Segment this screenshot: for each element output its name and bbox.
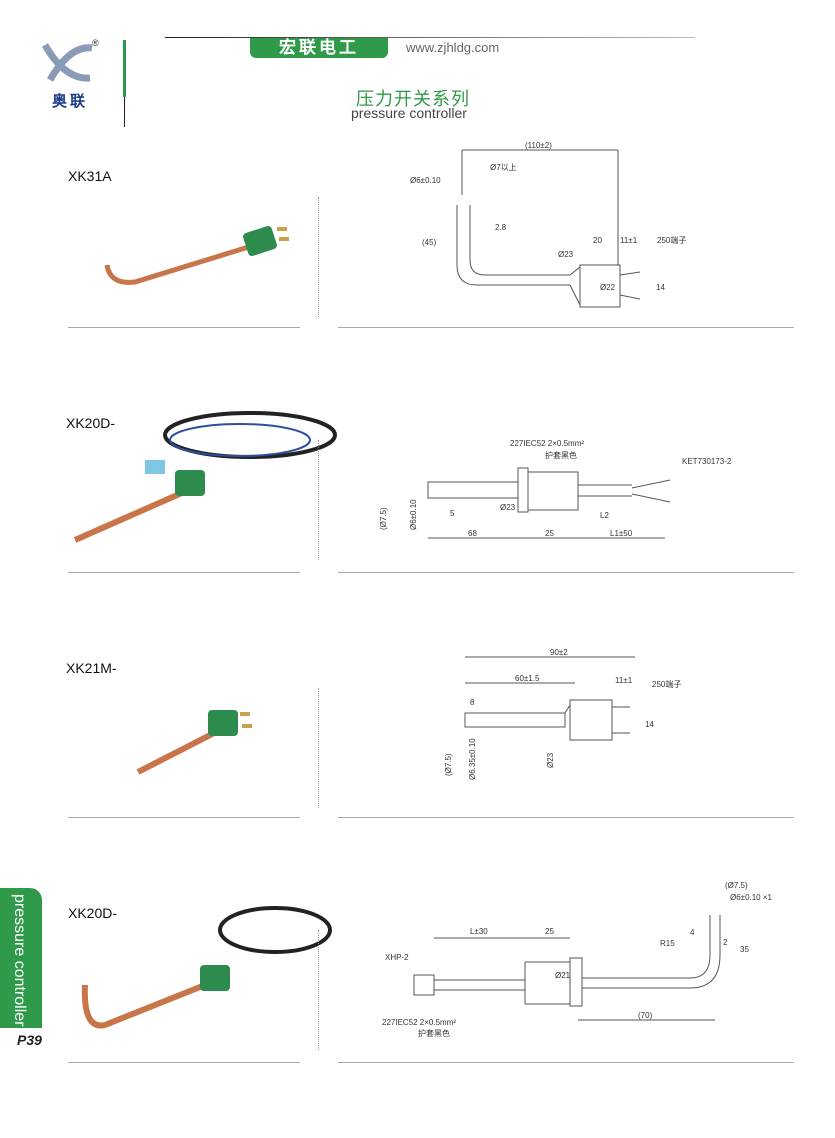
dimension-label: (110±2): [525, 141, 552, 150]
technical-drawing: 90±2 60±1.5 11±1 250端子 8 14 (Ø7.5) Ø6.35…: [444, 648, 681, 780]
technical-drawing: 227IEC52 2×0.5mm² 护套黑色 KET730173-2 (Ø7.5…: [379, 439, 732, 539]
dimension-label: 护套黑色: [545, 450, 577, 460]
dimension-label: KET730173-2: [682, 457, 732, 466]
product-model: XK31A: [68, 168, 112, 184]
dimension-label: Ø6±0.10: [409, 499, 418, 530]
dimension-label: 25: [545, 927, 554, 936]
dimension-label: 60±1.5: [515, 674, 540, 683]
dimension-label: 14: [645, 720, 654, 729]
row-divider: [68, 572, 300, 573]
technical-drawing: (110±2) Ø7以上 Ø6±0.10 2.8 (45) Ø23 20 11±…: [410, 141, 686, 308]
header-divider: [124, 97, 125, 127]
logo: 奥联: [40, 40, 100, 110]
dimension-label: 5: [450, 509, 455, 518]
dimension-label: 25: [545, 529, 554, 538]
dimension-label: Ø7以上: [490, 163, 517, 172]
dimension-label: (45): [422, 238, 437, 247]
dimension-label: L2: [600, 511, 609, 520]
dimension-label: 20: [593, 236, 602, 245]
dimension-label: Ø23: [546, 752, 555, 768]
dimension-label: Ø22: [600, 283, 616, 292]
dimension-label: 14: [656, 283, 665, 292]
column-divider: [318, 930, 319, 1050]
dimension-label: 8: [470, 698, 475, 707]
dimension-label: 250端子: [652, 679, 681, 689]
product-photo: [104, 225, 289, 285]
dimension-label: 227IEC52 2×0.5mm²: [510, 439, 584, 448]
row-divider: [338, 572, 794, 573]
header-rule: [165, 37, 695, 38]
dimension-label: 2.8: [495, 223, 507, 232]
dimension-label: 68: [468, 529, 477, 538]
product-photo: [81, 906, 332, 1029]
dimension-label: Ø21: [555, 971, 571, 980]
logo-mark-icon: [41, 43, 93, 82]
logo-text: 奥联: [51, 93, 88, 110]
dimension-label: (Ø7.5): [444, 753, 453, 776]
column-divider: [318, 440, 319, 560]
dimension-label: XHP-2: [385, 953, 409, 962]
product-model: XK21M-: [66, 660, 117, 676]
row-divider: [338, 817, 794, 818]
page-title-en: pressure controller: [351, 105, 467, 121]
section-tab: pressure controller: [0, 888, 42, 1028]
dimension-label: Ø23: [558, 250, 574, 259]
product-model: XK20D-: [66, 415, 116, 431]
dimension-label: 250端子: [657, 235, 686, 245]
dimension-label: 11±1: [615, 676, 633, 685]
dimension-label: 2: [723, 938, 728, 947]
dimension-label: 4: [690, 928, 695, 937]
dimension-label: 35: [740, 945, 749, 954]
product-photo: [73, 411, 337, 543]
row-divider: [338, 327, 794, 328]
registered-mark: ®: [92, 38, 99, 48]
column-divider: [318, 688, 319, 808]
row-divider: [338, 1062, 794, 1063]
dimension-label: Ø6±0.10: [410, 176, 441, 185]
dimension-label: L1±50: [610, 529, 633, 538]
website-link[interactable]: www.zjhldg.com: [406, 40, 500, 55]
page-title-cn: 压力开关系列: [356, 89, 470, 109]
product-photo: [136, 710, 252, 775]
dimension-label: (70): [638, 1011, 653, 1020]
dimension-label: (Ø7.5): [379, 507, 388, 530]
row-divider: [68, 1062, 300, 1063]
product-model: XK20D-: [68, 905, 118, 921]
column-divider: [318, 197, 319, 317]
brand-badge: 宏联电工: [250, 38, 388, 58]
row-divider: [68, 327, 300, 328]
dimension-label: 护套黑色: [418, 1028, 450, 1038]
dimension-label: Ø6±0.10 ×1: [730, 893, 773, 902]
technical-drawing: (Ø7.5) Ø6±0.10 ×1 4 2 35 L±30 25 XHP-2 R…: [382, 881, 773, 1038]
header-accent-bar: [123, 40, 126, 97]
dimension-label: L±30: [470, 927, 488, 936]
dimension-label: 227IEC52 2×0.5mm²: [382, 1018, 456, 1027]
dimension-label: (Ø7.5): [725, 881, 748, 890]
row-divider: [68, 817, 300, 818]
dimension-label: Ø23: [500, 503, 516, 512]
page-number: P39: [17, 1032, 42, 1048]
dimension-label: 11±1: [620, 236, 638, 245]
section-tab-label: pressure controller: [11, 894, 28, 1027]
dimension-label: 90±2: [550, 648, 568, 657]
dimension-label: Ø6.35±0.10: [468, 738, 477, 780]
dimension-label: R15: [660, 939, 675, 948]
